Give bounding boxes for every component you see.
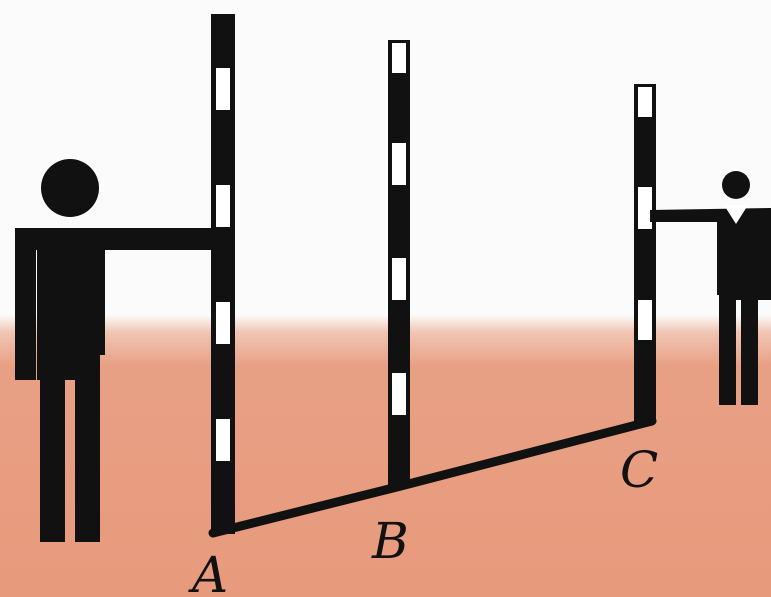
person-right-collar [724,205,748,224]
label-point-a: A [188,546,228,597]
label-point-c: C [620,441,658,499]
person-left-head [41,159,99,217]
pole-b [388,40,410,487]
person-right [650,171,771,405]
person-left-body [15,228,215,542]
pole-c [634,84,656,422]
person-right-body [650,208,771,405]
pole-a [211,14,235,534]
person-right-head [722,171,750,199]
label-point-b: B [371,512,409,570]
person-left [15,159,215,542]
